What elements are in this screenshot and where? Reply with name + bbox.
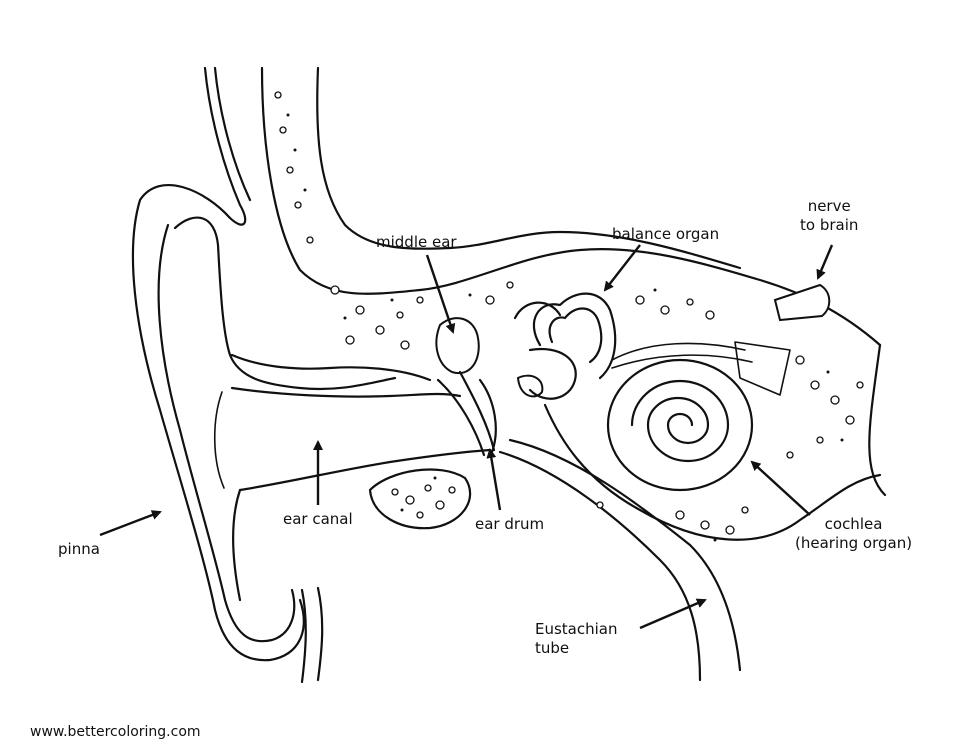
temporal-bone: [230, 66, 887, 497]
label-ear-canal: ear canal: [283, 510, 353, 528]
arrow-ear-drum: [486, 448, 502, 511]
arrow-pinna: [99, 510, 162, 537]
eustachian-tube-shape: [498, 403, 882, 682]
arrow-nerve: [816, 244, 834, 280]
arrow-cochlea: [750, 460, 811, 516]
bone-fragment: [368, 468, 472, 530]
ossicles: [435, 317, 544, 457]
label-cochlea: cochlea (hearing organ): [795, 515, 913, 552]
arrow-eustachian: [639, 598, 707, 630]
semicircular-canals: [513, 292, 617, 400]
label-ear-drum: ear drum: [475, 515, 545, 533]
label-nerve-to-brain: nerve to brain: [800, 197, 859, 234]
ear-canal-shape: [213, 386, 492, 602]
cochlea-shape: [606, 341, 791, 492]
website-footer: www.bettercoloring.com: [30, 724, 201, 740]
arrow-balance-organ: [603, 244, 641, 292]
bone-texture: [274, 91, 864, 542]
nerve-shape: [773, 283, 831, 322]
label-pinna: pinna: [58, 540, 100, 558]
ear-drum-shape: [478, 378, 497, 454]
label-balance-organ: balance organ: [612, 225, 720, 243]
pinna-shape: [131, 66, 397, 684]
label-middle-ear: middle ear: [376, 233, 457, 251]
arrow-middle-ear: [425, 254, 456, 334]
label-eustachian-tube: Eustachian tube: [535, 620, 618, 657]
label-arrows: [99, 244, 834, 630]
